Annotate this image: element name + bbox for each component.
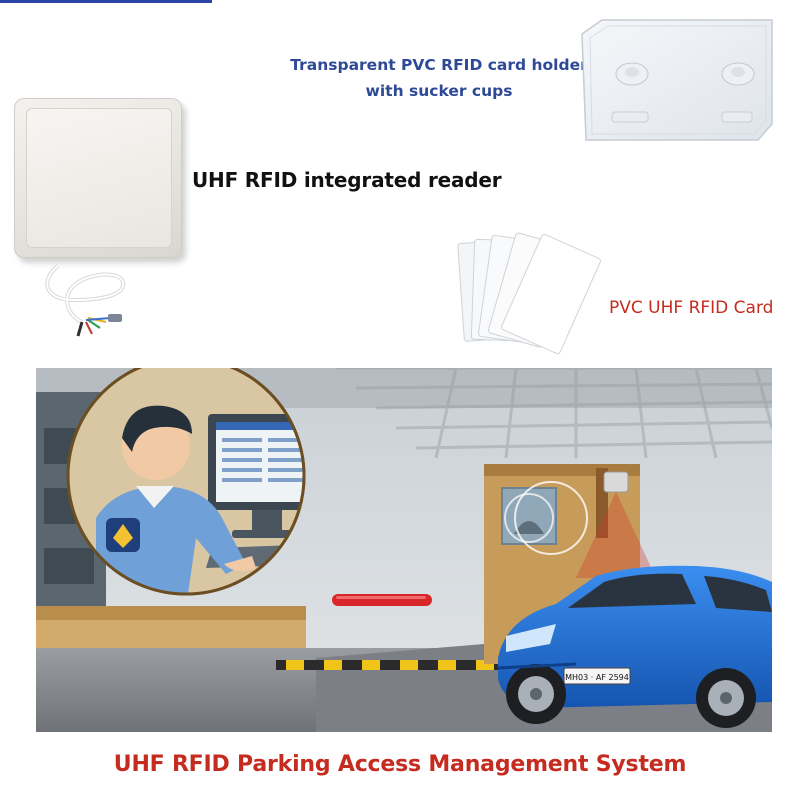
canopy-beams: [336, 368, 772, 459]
parking-scene-illustration: MH03 · AF 2594: [36, 368, 772, 732]
license-plate-text: MH03 · AF 2594: [565, 673, 629, 682]
reader-cable-icon: [45, 264, 126, 337]
top-accent-rule: [0, 0, 212, 3]
reader-face: [26, 108, 172, 248]
reader-label: UHF RFID integrated reader: [192, 168, 502, 192]
rfid-card-label: PVC UHF RFID Card: [609, 298, 774, 318]
card-holder-image: [581, 19, 773, 141]
rfid-cards-image: [457, 232, 601, 355]
card-holder-label-line-2: with sucker cups: [365, 82, 513, 100]
reader-panel: [14, 98, 182, 258]
card-holder-label-line-1: Transparent PVC RFID card holder: [290, 56, 588, 74]
uhf-rfid-reader-image: [14, 98, 189, 266]
page-title: UHF RFID Parking Access Management Syste…: [113, 752, 687, 777]
card-holder-label: Transparent PVC RFID card holder with su…: [286, 52, 592, 104]
blue-car: MH03 · AF 2594: [497, 565, 772, 728]
barrier-arm: [332, 594, 432, 606]
